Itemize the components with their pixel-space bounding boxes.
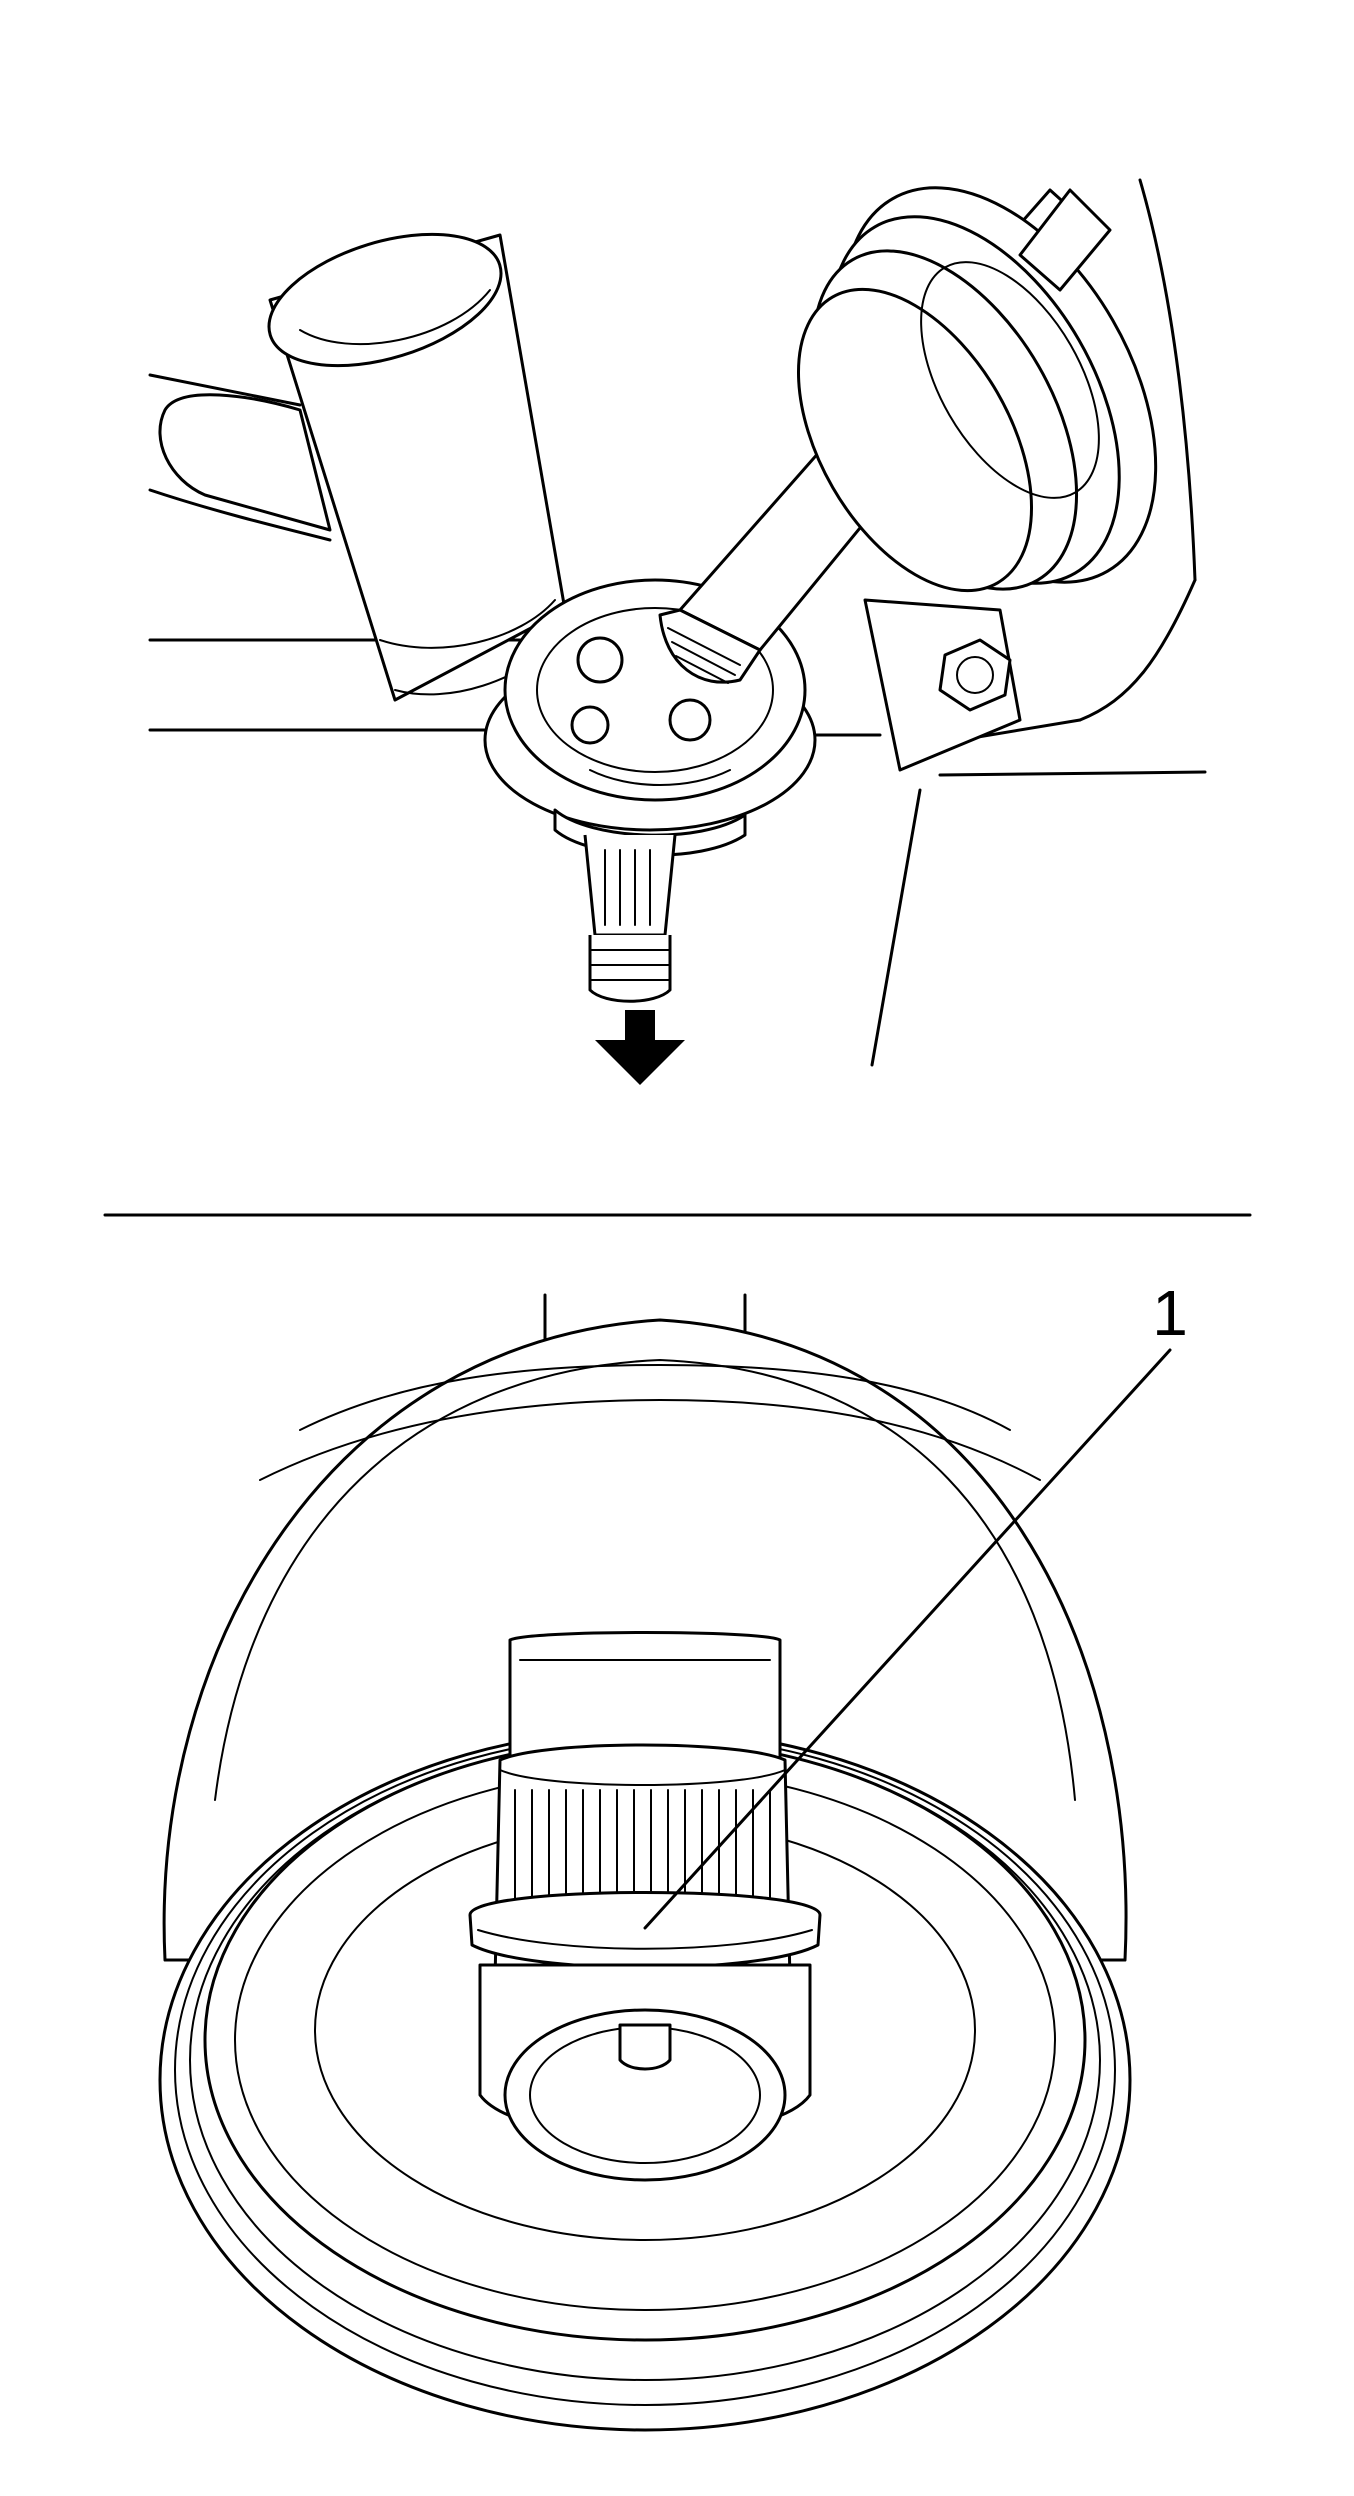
snap-ring — [468, 1891, 822, 1969]
spline-teeth — [514, 1789, 771, 1901]
hand — [148, 373, 332, 542]
arrow-down-icon — [595, 1010, 685, 1085]
bottom-panel: 1 — [158, 1277, 1188, 2432]
hammer-icon — [267, 232, 567, 702]
callout-leader — [643, 1348, 1172, 1930]
cv-boot — [796, 186, 1158, 593]
spline-end-face — [478, 1963, 812, 2182]
stub-shaft — [583, 834, 677, 1003]
callout-label-1: 1 — [1152, 1277, 1188, 1349]
top-panel — [148, 178, 1207, 1085]
inner-shaft — [508, 1631, 782, 1762]
mount-bracket — [863, 598, 1022, 772]
